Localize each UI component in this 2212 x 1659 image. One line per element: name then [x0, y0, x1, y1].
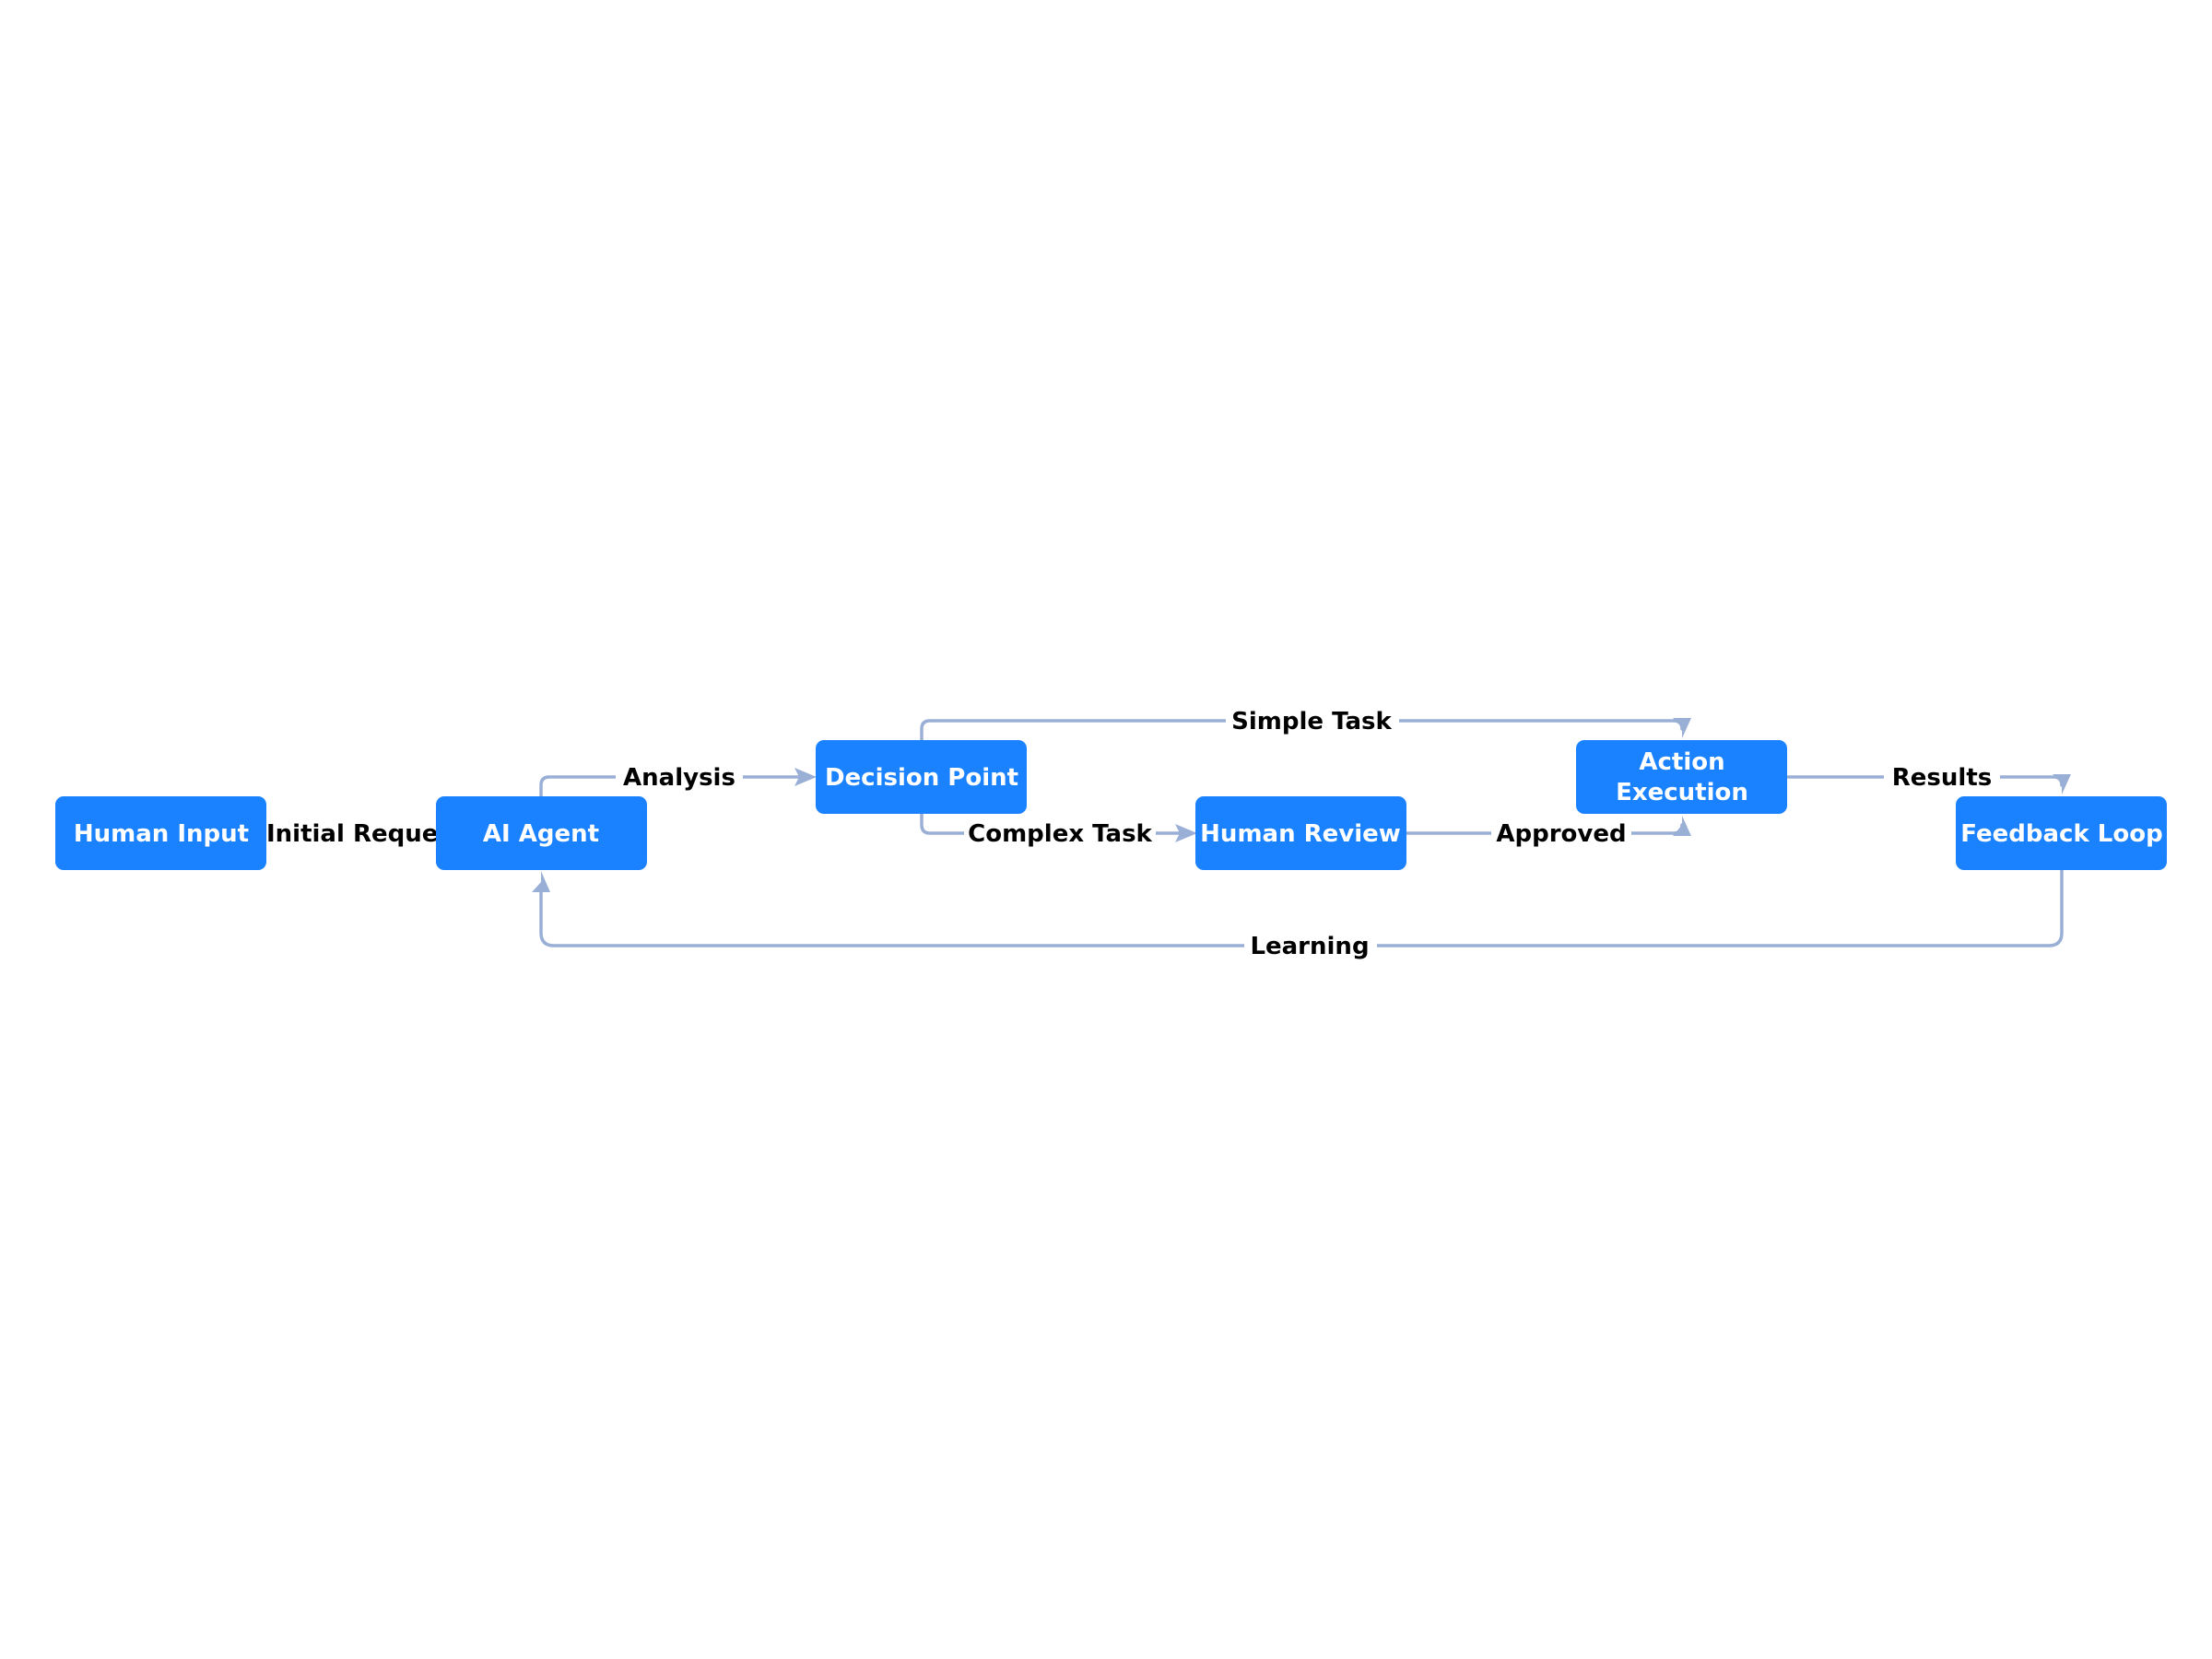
- node-feedback-loop-label: Feedback Loop: [1960, 820, 2162, 848]
- node-human-input-label: Human Input: [74, 820, 249, 848]
- edge-label-approved-text: Approved: [1496, 820, 1626, 848]
- node-decision-point[interactable]: Decision Point: [816, 740, 1027, 814]
- edge-label-initial-request-text: Initial Reques: [266, 820, 453, 848]
- edge-label-results: Results: [1884, 761, 2000, 793]
- arrowhead-approved: [1673, 816, 1691, 836]
- edge-label-simple-task: Simple Task: [1226, 705, 1399, 736]
- edge-label-simple-task-text: Simple Task: [1231, 708, 1392, 735]
- arrowhead-learning: [532, 871, 550, 892]
- arrowhead-simple-task: [1673, 718, 1691, 738]
- edge-label-analysis-text: Analysis: [623, 764, 735, 792]
- node-action-execution[interactable]: Action Execution: [1576, 740, 1787, 814]
- arrowhead-results: [2053, 774, 2071, 794]
- edge-label-learning: Learning: [1244, 930, 1377, 961]
- edge-label-complex-task: Complex Task: [964, 818, 1156, 849]
- edge-label-learning-text: Learning: [1250, 933, 1369, 960]
- edge-label-results-text: Results: [1892, 764, 1992, 792]
- edge-label-approved: Approved: [1491, 818, 1631, 849]
- edge-label-analysis: Analysis: [616, 761, 743, 793]
- node-feedback-loop[interactable]: Feedback Loop: [1956, 796, 2167, 870]
- node-action-execution-label-line1: Action: [1639, 748, 1724, 776]
- edge-label-complex-task-text: Complex Task: [968, 820, 1152, 848]
- node-human-review-label: Human Review: [1200, 820, 1401, 848]
- edge-analysis-line: [539, 775, 805, 798]
- node-human-input[interactable]: Human Input: [55, 796, 266, 870]
- arrowheads: [532, 718, 2071, 892]
- node-decision-point-label: Decision Point: [825, 764, 1018, 792]
- node-action-execution-label-line2: Execution: [1616, 779, 1748, 806]
- arrowhead-analysis: [794, 768, 817, 786]
- nodes: Human Input Initial Reques AI Agent Deci…: [55, 740, 2167, 870]
- node-ai-agent[interactable]: AI Agent: [436, 796, 647, 870]
- node-ai-agent-label: AI Agent: [483, 820, 599, 848]
- arrowhead-complex-task: [1175, 824, 1197, 842]
- edge-complex-task-line: [920, 812, 1185, 835]
- node-human-review[interactable]: Human Review: [1195, 796, 1406, 870]
- edge-labels: Analysis Simple Task Complex Task Approv…: [616, 705, 2000, 961]
